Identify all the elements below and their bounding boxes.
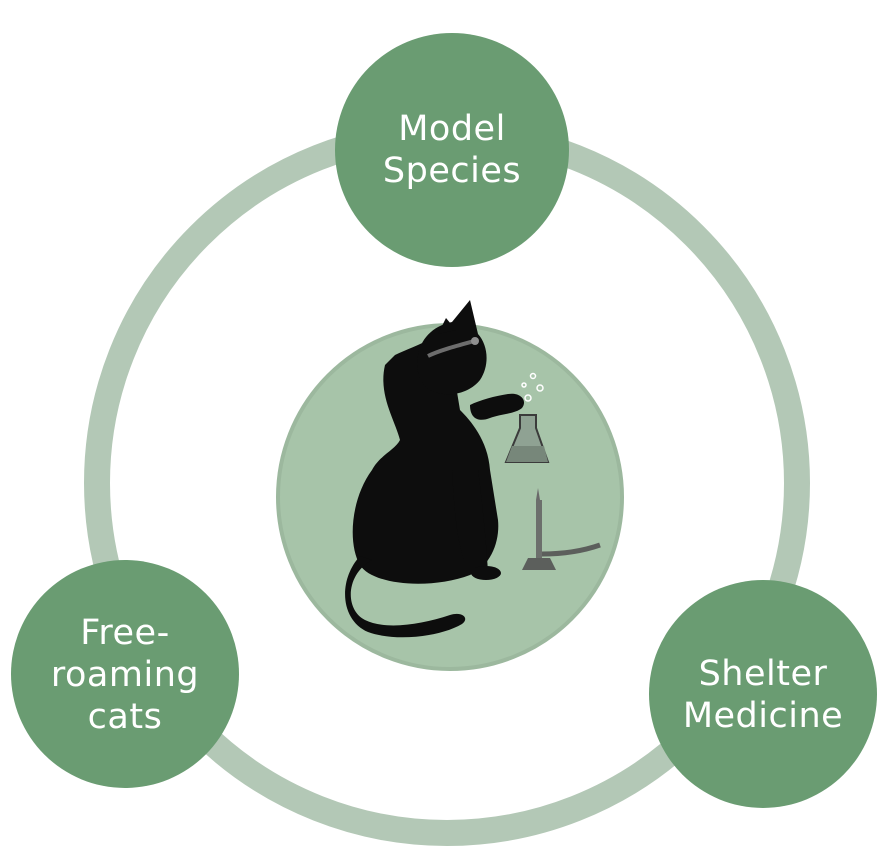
node-circle-left — [11, 560, 239, 788]
center-illustration — [276, 300, 624, 671]
node-circle-top — [335, 33, 569, 267]
node-label-line: roaming — [50, 655, 200, 695]
cat-scientist-icon — [345, 300, 525, 638]
node-label-shelter-medicine: Shelter Medicine — [643, 580, 883, 810]
node-circle-right — [649, 580, 877, 808]
flask-icon — [504, 372, 550, 463]
bunsen-burner-icon — [522, 488, 601, 570]
node-label-line: Shelter — [698, 654, 828, 694]
node-label-line: Free- — [80, 613, 170, 653]
node-label-line: Species — [382, 151, 522, 191]
node-label-line: Model — [398, 109, 506, 149]
node-label-free-roaming-cats: Free- roaming cats — [5, 560, 245, 790]
node-label-line: cats — [87, 697, 163, 737]
node-label-model-species: Model Species — [332, 55, 572, 245]
node-label-line: Medicine — [682, 696, 844, 736]
